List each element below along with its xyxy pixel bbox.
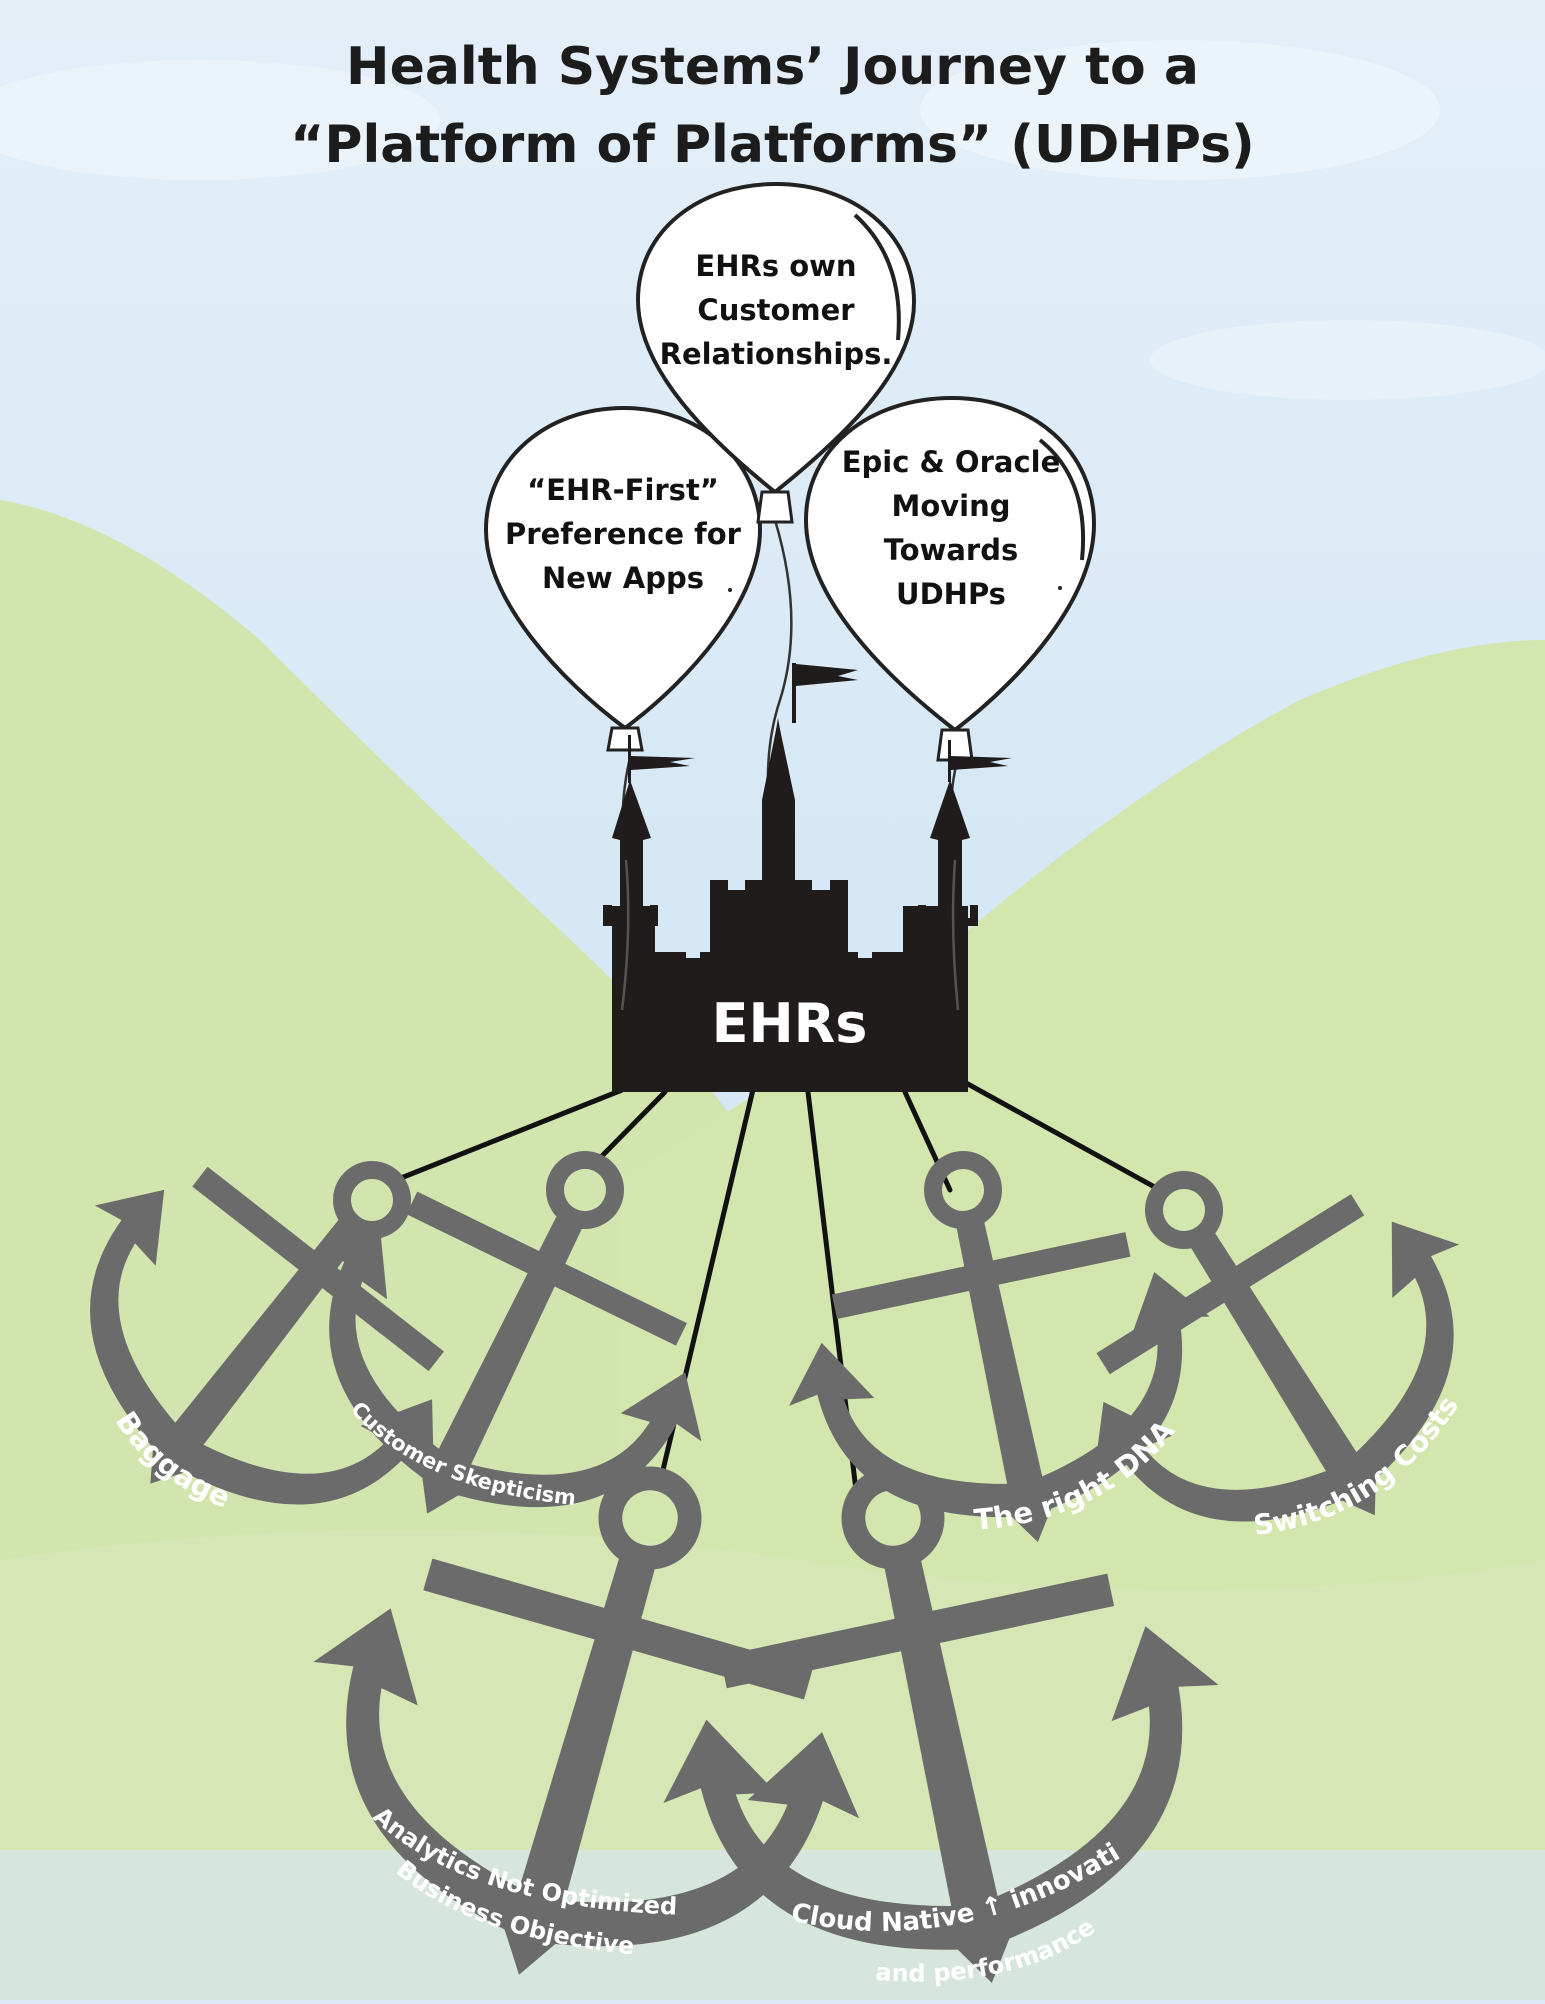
balloon-text-right: Epic & Oracle Moving Towards UDHPs [812,440,1090,616]
title-line-2: “Platform of Platforms” (UDHPs) [290,115,1255,175]
balloon-center-line-3: Relationships. [659,337,893,371]
balloon-right-line-1: Epic & Oracle [841,445,1061,479]
balloon-left-line-1: “EHR-First” [527,473,719,507]
balloon-left-line-3: New Apps [541,561,705,595]
balloon-center-line-1: EHRs own [695,249,857,283]
page-title: Health Systems’ Journey to a “Platform o… [0,28,1545,184]
balloon-center-line-2: Customer [697,293,855,327]
balloon-customer-relationships [635,181,917,524]
balloon-left-line-2: Preference for [505,517,741,551]
balloon-text-left: “EHR-First” Preference for New Apps [486,468,760,600]
castle [603,663,1012,1092]
balloon-text-center: EHRs own Customer Relationships. [638,244,914,376]
balloon-right-line-4: UDHPs [896,577,1006,611]
castle-label: EHRs [711,992,868,1055]
cloud [0,60,440,180]
balloon-ehr-first [483,405,763,752]
title-line-1: Health Systems’ Journey to a [346,37,1199,97]
cloud [1150,320,1545,400]
balloon-right-line-3: Towards [883,533,1019,567]
balloon-strings-front [620,859,960,1011]
balloon-right-line-2: Moving [891,489,1011,523]
balloon-epic-oracle [803,395,1097,762]
cloud [920,40,1440,180]
